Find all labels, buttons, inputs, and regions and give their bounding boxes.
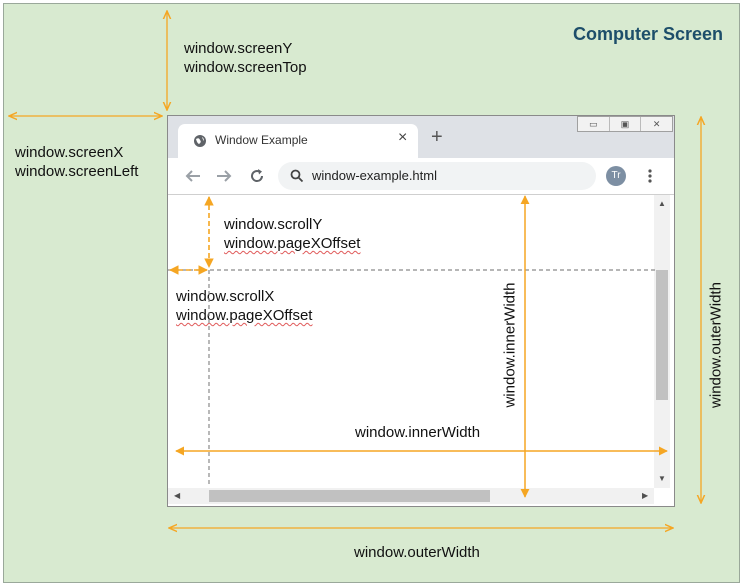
label-inner-width-horizontal: window.innerWidth — [355, 424, 481, 441]
minimize-button[interactable]: ▭ — [578, 117, 610, 131]
forward-arrow-icon[interactable] — [215, 168, 233, 184]
label-outer-width-horizontal: window.outerWidth — [354, 544, 480, 561]
close-window-button[interactable]: ✕ — [652, 119, 661, 129]
scroll-up-arrow-icon[interactable]: ▲ — [658, 199, 666, 208]
tab-strip: Window Example × + ▭ ▣ ✕ — [168, 116, 674, 158]
horizontal-scrollbar[interactable]: ◀ ▶ — [168, 488, 654, 504]
screen-title: Computer Screen — [573, 24, 724, 44]
label-scroll-x: window.scrollX window.pageXOffset — [176, 288, 313, 324]
maximize-button[interactable]: ▣ — [610, 117, 642, 131]
tab-close-button[interactable]: × — [398, 129, 408, 146]
tab-title: Window Example — [215, 133, 308, 147]
menu-kebab-icon[interactable] — [647, 168, 653, 184]
label-screen-x: window.screenX window.screenLeft — [15, 144, 139, 180]
profile-avatar[interactable]: Tr — [606, 166, 626, 186]
url-text: window-example.html — [312, 168, 437, 183]
reload-icon[interactable] — [248, 167, 266, 185]
tab-window-example[interactable]: Window Example × — [178, 124, 418, 158]
scroll-down-arrow-icon[interactable]: ▼ — [658, 474, 666, 483]
search-icon — [290, 169, 304, 183]
label-screen-y: window.screenY window.screenTop — [184, 40, 307, 76]
vertical-scroll-thumb[interactable] — [656, 270, 668, 400]
scroll-right-arrow-icon[interactable]: ▶ — [642, 491, 649, 500]
browser-window: Window Example × + ▭ ▣ ✕ window-example.… — [167, 115, 675, 507]
label-scroll-y: window.scrollY window.pageXOffset — [224, 216, 361, 252]
scroll-left-arrow-icon[interactable]: ◀ — [174, 491, 181, 500]
back-arrow-icon[interactable] — [184, 168, 202, 184]
globe-icon — [194, 135, 206, 147]
browser-toolbar: window-example.html Tr — [168, 158, 674, 195]
vertical-scrollbar[interactable]: ▲ ▼ — [654, 195, 670, 488]
horizontal-scroll-thumb[interactable] — [209, 490, 490, 502]
window-controls: ▭ ▣ ✕ — [577, 116, 673, 132]
address-bar[interactable]: window-example.html — [278, 162, 596, 190]
new-tab-button[interactable]: + — [431, 126, 443, 148]
